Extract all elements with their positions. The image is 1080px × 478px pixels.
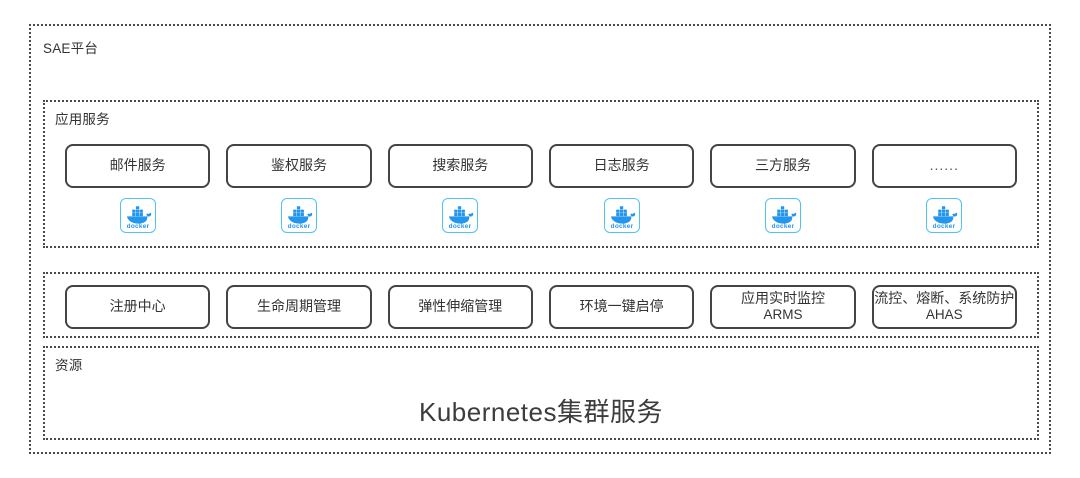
docker-icon-cell: docker bbox=[388, 198, 533, 233]
capability-label: 流控、熔断、系统防护 bbox=[874, 289, 1015, 306]
service-label: 邮件服务 bbox=[109, 157, 166, 174]
capability-label: 弹性伸缩管理 bbox=[418, 298, 503, 315]
application-services-section: 应用服务 邮件服务 鉴权服务 搜索服务 日志服务 三方服务 ... bbox=[43, 100, 1039, 248]
docker-icon-cell: docker bbox=[549, 198, 694, 233]
capabilities-row: 注册中心 生命周期管理 弹性伸缩管理 环境一键启停 应用实时监控 ARMS 流控… bbox=[65, 285, 1017, 329]
capability-box[interactable]: 注册中心 bbox=[65, 285, 211, 329]
docker-icon: docker bbox=[280, 198, 317, 233]
capability-label: 生命周期管理 bbox=[256, 298, 341, 315]
docker-icon-cell: docker bbox=[710, 198, 855, 233]
docker-icon: docker bbox=[926, 198, 963, 233]
docker-icon: docker bbox=[442, 198, 479, 233]
service-box[interactable]: 三方服务 bbox=[710, 144, 856, 188]
docker-icon-row: docker bbox=[65, 198, 1017, 236]
service-label: ...... bbox=[929, 157, 959, 174]
application-services-label: 应用服务 bbox=[55, 112, 110, 127]
service-label: 搜索服务 bbox=[432, 157, 489, 174]
svg-text:docker: docker bbox=[610, 223, 633, 230]
capability-sublabel: AHAS bbox=[925, 307, 963, 323]
capability-sublabel: ARMS bbox=[763, 307, 803, 323]
capability-box[interactable]: 生命周期管理 bbox=[226, 285, 372, 329]
kubernetes-cluster-title: Kubernetes集群服务 bbox=[419, 397, 663, 427]
docker-icon: docker bbox=[764, 198, 801, 233]
capability-box[interactable]: 弹性伸缩管理 bbox=[387, 285, 533, 329]
docker-icon-cell: docker bbox=[226, 198, 371, 233]
capability-box[interactable]: 流控、熔断、系统防护 AHAS bbox=[871, 285, 1017, 329]
service-label: 鉴权服务 bbox=[270, 157, 327, 174]
service-box[interactable]: 鉴权服务 bbox=[226, 144, 372, 188]
capability-label: 环境一键启停 bbox=[579, 298, 664, 315]
capability-box[interactable]: 环境一键启停 bbox=[548, 285, 695, 329]
service-label: 日志服务 bbox=[593, 157, 650, 174]
capability-label: 注册中心 bbox=[109, 298, 166, 315]
resource-section: 资源 Kubernetes集群服务 bbox=[43, 346, 1039, 440]
svg-text:docker: docker bbox=[288, 223, 311, 230]
docker-icon-cell: docker bbox=[65, 198, 210, 233]
docker-icon: docker bbox=[119, 198, 156, 233]
capability-box[interactable]: 应用实时监控 ARMS bbox=[710, 285, 856, 329]
service-box[interactable]: 搜索服务 bbox=[387, 144, 533, 188]
platform-label: SAE平台 bbox=[43, 41, 99, 56]
svg-text:docker: docker bbox=[933, 223, 956, 230]
service-box-more[interactable]: ...... bbox=[871, 144, 1017, 188]
svg-text:docker: docker bbox=[772, 223, 795, 230]
service-label: 三方服务 bbox=[754, 157, 811, 174]
docker-icon: docker bbox=[603, 198, 640, 233]
service-box[interactable]: 邮件服务 bbox=[65, 144, 211, 188]
service-box[interactable]: 日志服务 bbox=[548, 144, 695, 188]
resource-label: 资源 bbox=[55, 358, 83, 373]
docker-icon-cell: docker bbox=[872, 198, 1017, 233]
svg-text:docker: docker bbox=[449, 223, 472, 230]
application-services-row: 邮件服务 鉴权服务 搜索服务 日志服务 三方服务 ...... bbox=[65, 144, 1017, 188]
platform-capabilities-section: 注册中心 生命周期管理 弹性伸缩管理 环境一键启停 应用实时监控 ARMS 流控… bbox=[43, 272, 1039, 338]
capability-label: 应用实时监控 bbox=[740, 289, 825, 306]
sae-platform-container: SAE平台 应用服务 邮件服务 鉴权服务 搜索服务 日志服务 三方服务 bbox=[29, 24, 1051, 454]
svg-text:docker: docker bbox=[126, 223, 149, 230]
